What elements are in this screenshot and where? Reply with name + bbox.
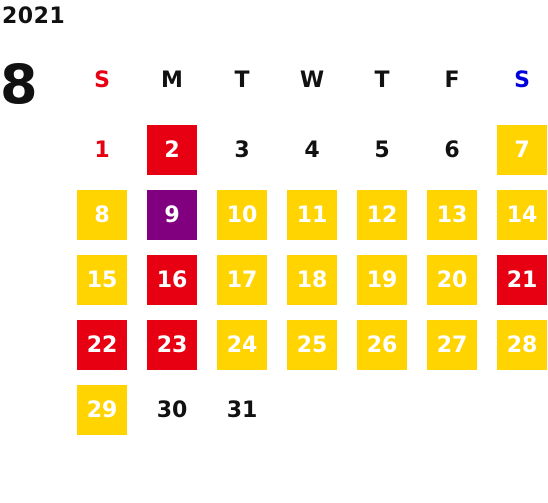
weekday-tuesday: T	[234, 68, 250, 93]
calendar-day-18[interactable]: 18	[287, 255, 337, 305]
calendar-day-28[interactable]: 28	[497, 320, 547, 370]
calendar-day-26[interactable]: 26	[357, 320, 407, 370]
calendar-day-6[interactable]: 6	[444, 137, 460, 163]
calendar-day-19[interactable]: 19	[357, 255, 407, 305]
calendar-day-5[interactable]: 5	[374, 137, 390, 163]
calendar-day-29[interactable]: 29	[77, 385, 127, 435]
calendar-day-24[interactable]: 24	[217, 320, 267, 370]
calendar-day-30[interactable]: 30	[156, 397, 188, 423]
calendar-day-11[interactable]: 11	[287, 190, 337, 240]
calendar-day-15[interactable]: 15	[77, 255, 127, 305]
calendar-day-8[interactable]: 8	[77, 190, 127, 240]
calendar-day-2[interactable]: 2	[147, 125, 197, 175]
calendar-day-10[interactable]: 10	[217, 190, 267, 240]
calendar-day-14[interactable]: 14	[497, 190, 547, 240]
calendar-day-17[interactable]: 17	[217, 255, 267, 305]
weekday-header-row: S M T W T F S	[72, 68, 548, 96]
calendar-day-16[interactable]: 16	[147, 255, 197, 305]
weekday-saturday: S	[514, 68, 530, 93]
weekday-thursday: T	[374, 68, 390, 93]
calendar-day-21[interactable]: 21	[497, 255, 547, 305]
calendar-day-1[interactable]: 1	[94, 137, 110, 163]
calendar-day-20[interactable]: 20	[427, 255, 477, 305]
calendar-day-13[interactable]: 13	[427, 190, 477, 240]
calendar-day-9[interactable]: 9	[147, 190, 197, 240]
calendar-day-22[interactable]: 22	[77, 320, 127, 370]
calendar-day-4[interactable]: 4	[304, 137, 320, 163]
weekday-sunday: S	[94, 68, 110, 93]
calendar-day-7[interactable]: 7	[497, 125, 547, 175]
weekday-friday: F	[444, 68, 460, 93]
calendar-year: 2021	[2, 4, 66, 29]
weekday-wednesday: W	[299, 68, 325, 93]
calendar-month: 8	[0, 53, 38, 116]
calendar-day-25[interactable]: 25	[287, 320, 337, 370]
calendar-day-31[interactable]: 31	[226, 397, 258, 423]
calendar-day-3[interactable]: 3	[234, 137, 250, 163]
weekday-monday: M	[161, 68, 183, 93]
calendar-day-27[interactable]: 27	[427, 320, 477, 370]
calendar-day-23[interactable]: 23	[147, 320, 197, 370]
calendar-day-12[interactable]: 12	[357, 190, 407, 240]
